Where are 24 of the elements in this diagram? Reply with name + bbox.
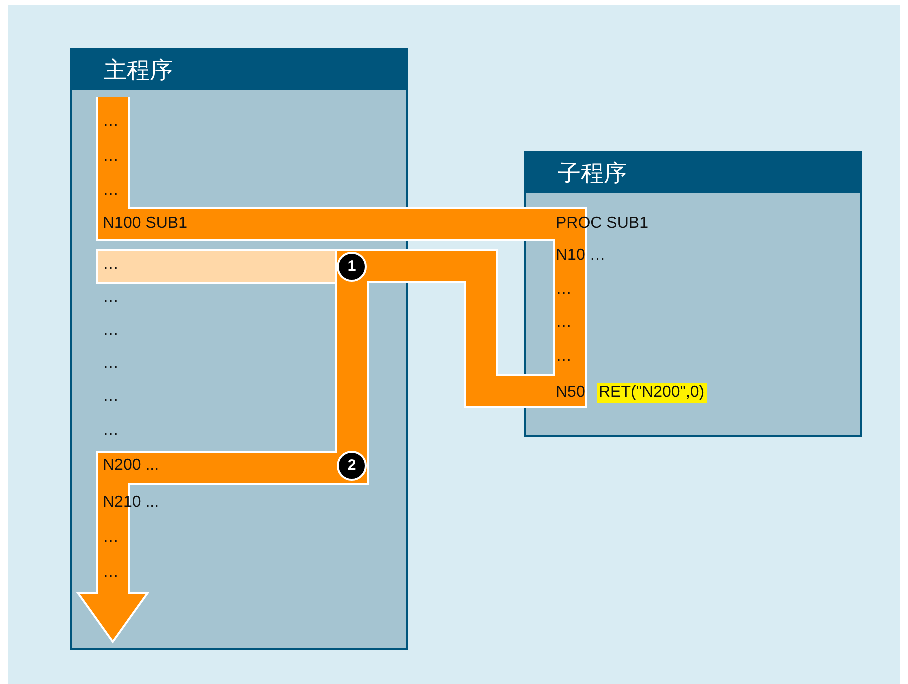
code-line: N200 ... bbox=[103, 456, 160, 476]
panel-title: 子程序 bbox=[558, 160, 627, 189]
code-line: … bbox=[103, 147, 119, 167]
code-line: … bbox=[103, 387, 119, 407]
code-line: N10 … bbox=[556, 246, 606, 266]
code-line: … bbox=[556, 280, 572, 300]
code-line: … bbox=[103, 255, 119, 275]
code-line: N50 bbox=[556, 383, 586, 403]
code-line: … bbox=[103, 321, 119, 341]
code-line: … bbox=[103, 563, 119, 583]
code-line: … bbox=[103, 528, 119, 548]
code-line: … bbox=[556, 313, 572, 333]
step-number: 1 bbox=[348, 257, 356, 277]
code-line: … bbox=[556, 347, 572, 367]
highlighted-code: RET("N200",0) bbox=[597, 383, 707, 403]
program-panel bbox=[524, 151, 862, 437]
code-line: … bbox=[103, 421, 119, 441]
panel-title: 主程序 bbox=[104, 57, 173, 86]
code-line: … bbox=[103, 354, 119, 374]
code-line: … bbox=[103, 112, 119, 132]
code-line: … bbox=[103, 181, 119, 201]
code-line: N100 SUB1 bbox=[103, 214, 188, 234]
code-line: … bbox=[103, 288, 119, 308]
step-number: 2 bbox=[348, 456, 356, 476]
